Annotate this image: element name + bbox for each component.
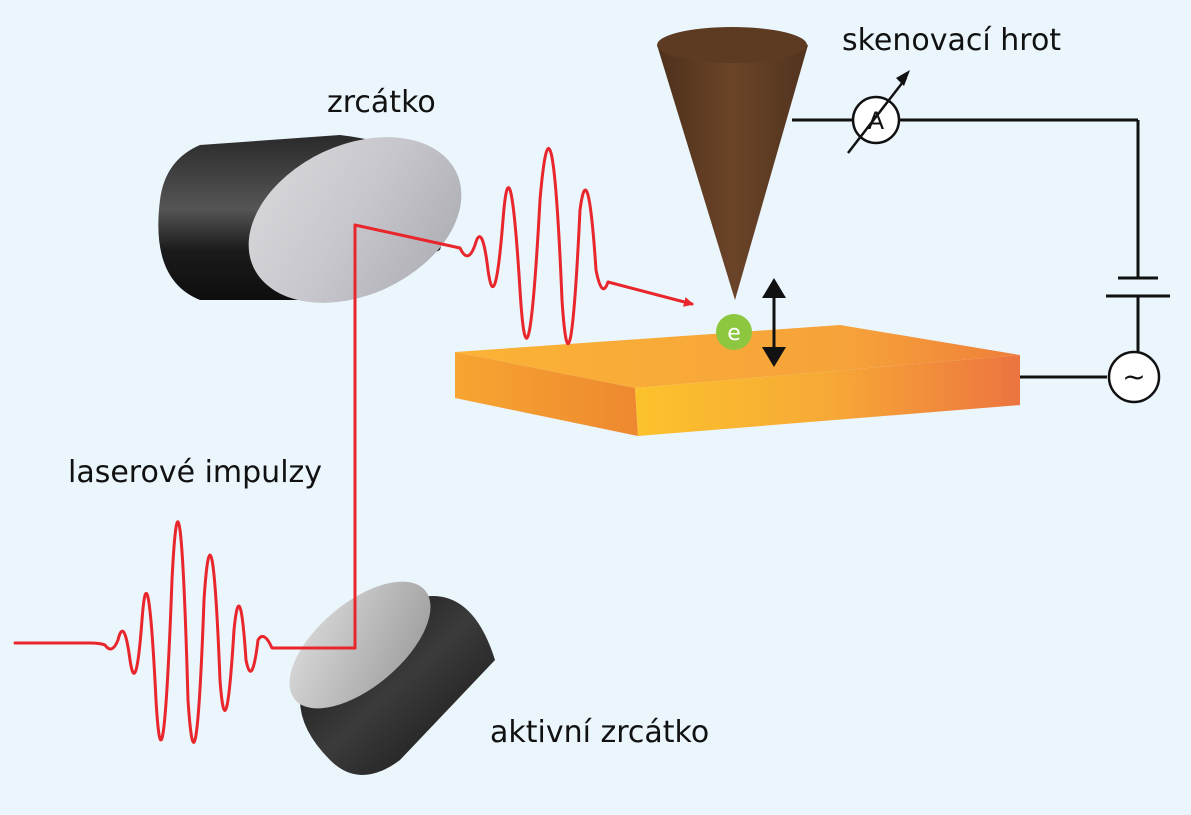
- laser-pulses-label: laserové impulzy: [68, 455, 323, 490]
- active-mirror-label: aktivní zrcátko: [490, 715, 710, 750]
- ammeter-label: A: [868, 107, 885, 135]
- active-mirror: [289, 581, 495, 775]
- mirror-label: zrcátko: [327, 85, 436, 120]
- mirror: [158, 135, 462, 303]
- scanning-tip-label: skenovací hrot: [842, 23, 1062, 58]
- ammeter: A: [847, 70, 910, 154]
- ac-source: ~: [1107, 350, 1161, 404]
- tip-motion-arrow: [762, 278, 786, 367]
- battery: [1106, 276, 1170, 298]
- laser-beam: [13, 147, 694, 744]
- circuit: [792, 118, 1140, 379]
- electron: e: [716, 314, 752, 350]
- sample: [455, 325, 1020, 436]
- ac-source-label: ~: [1122, 360, 1145, 393]
- electron-label: e: [727, 321, 741, 346]
- scanning-tip: [657, 27, 808, 300]
